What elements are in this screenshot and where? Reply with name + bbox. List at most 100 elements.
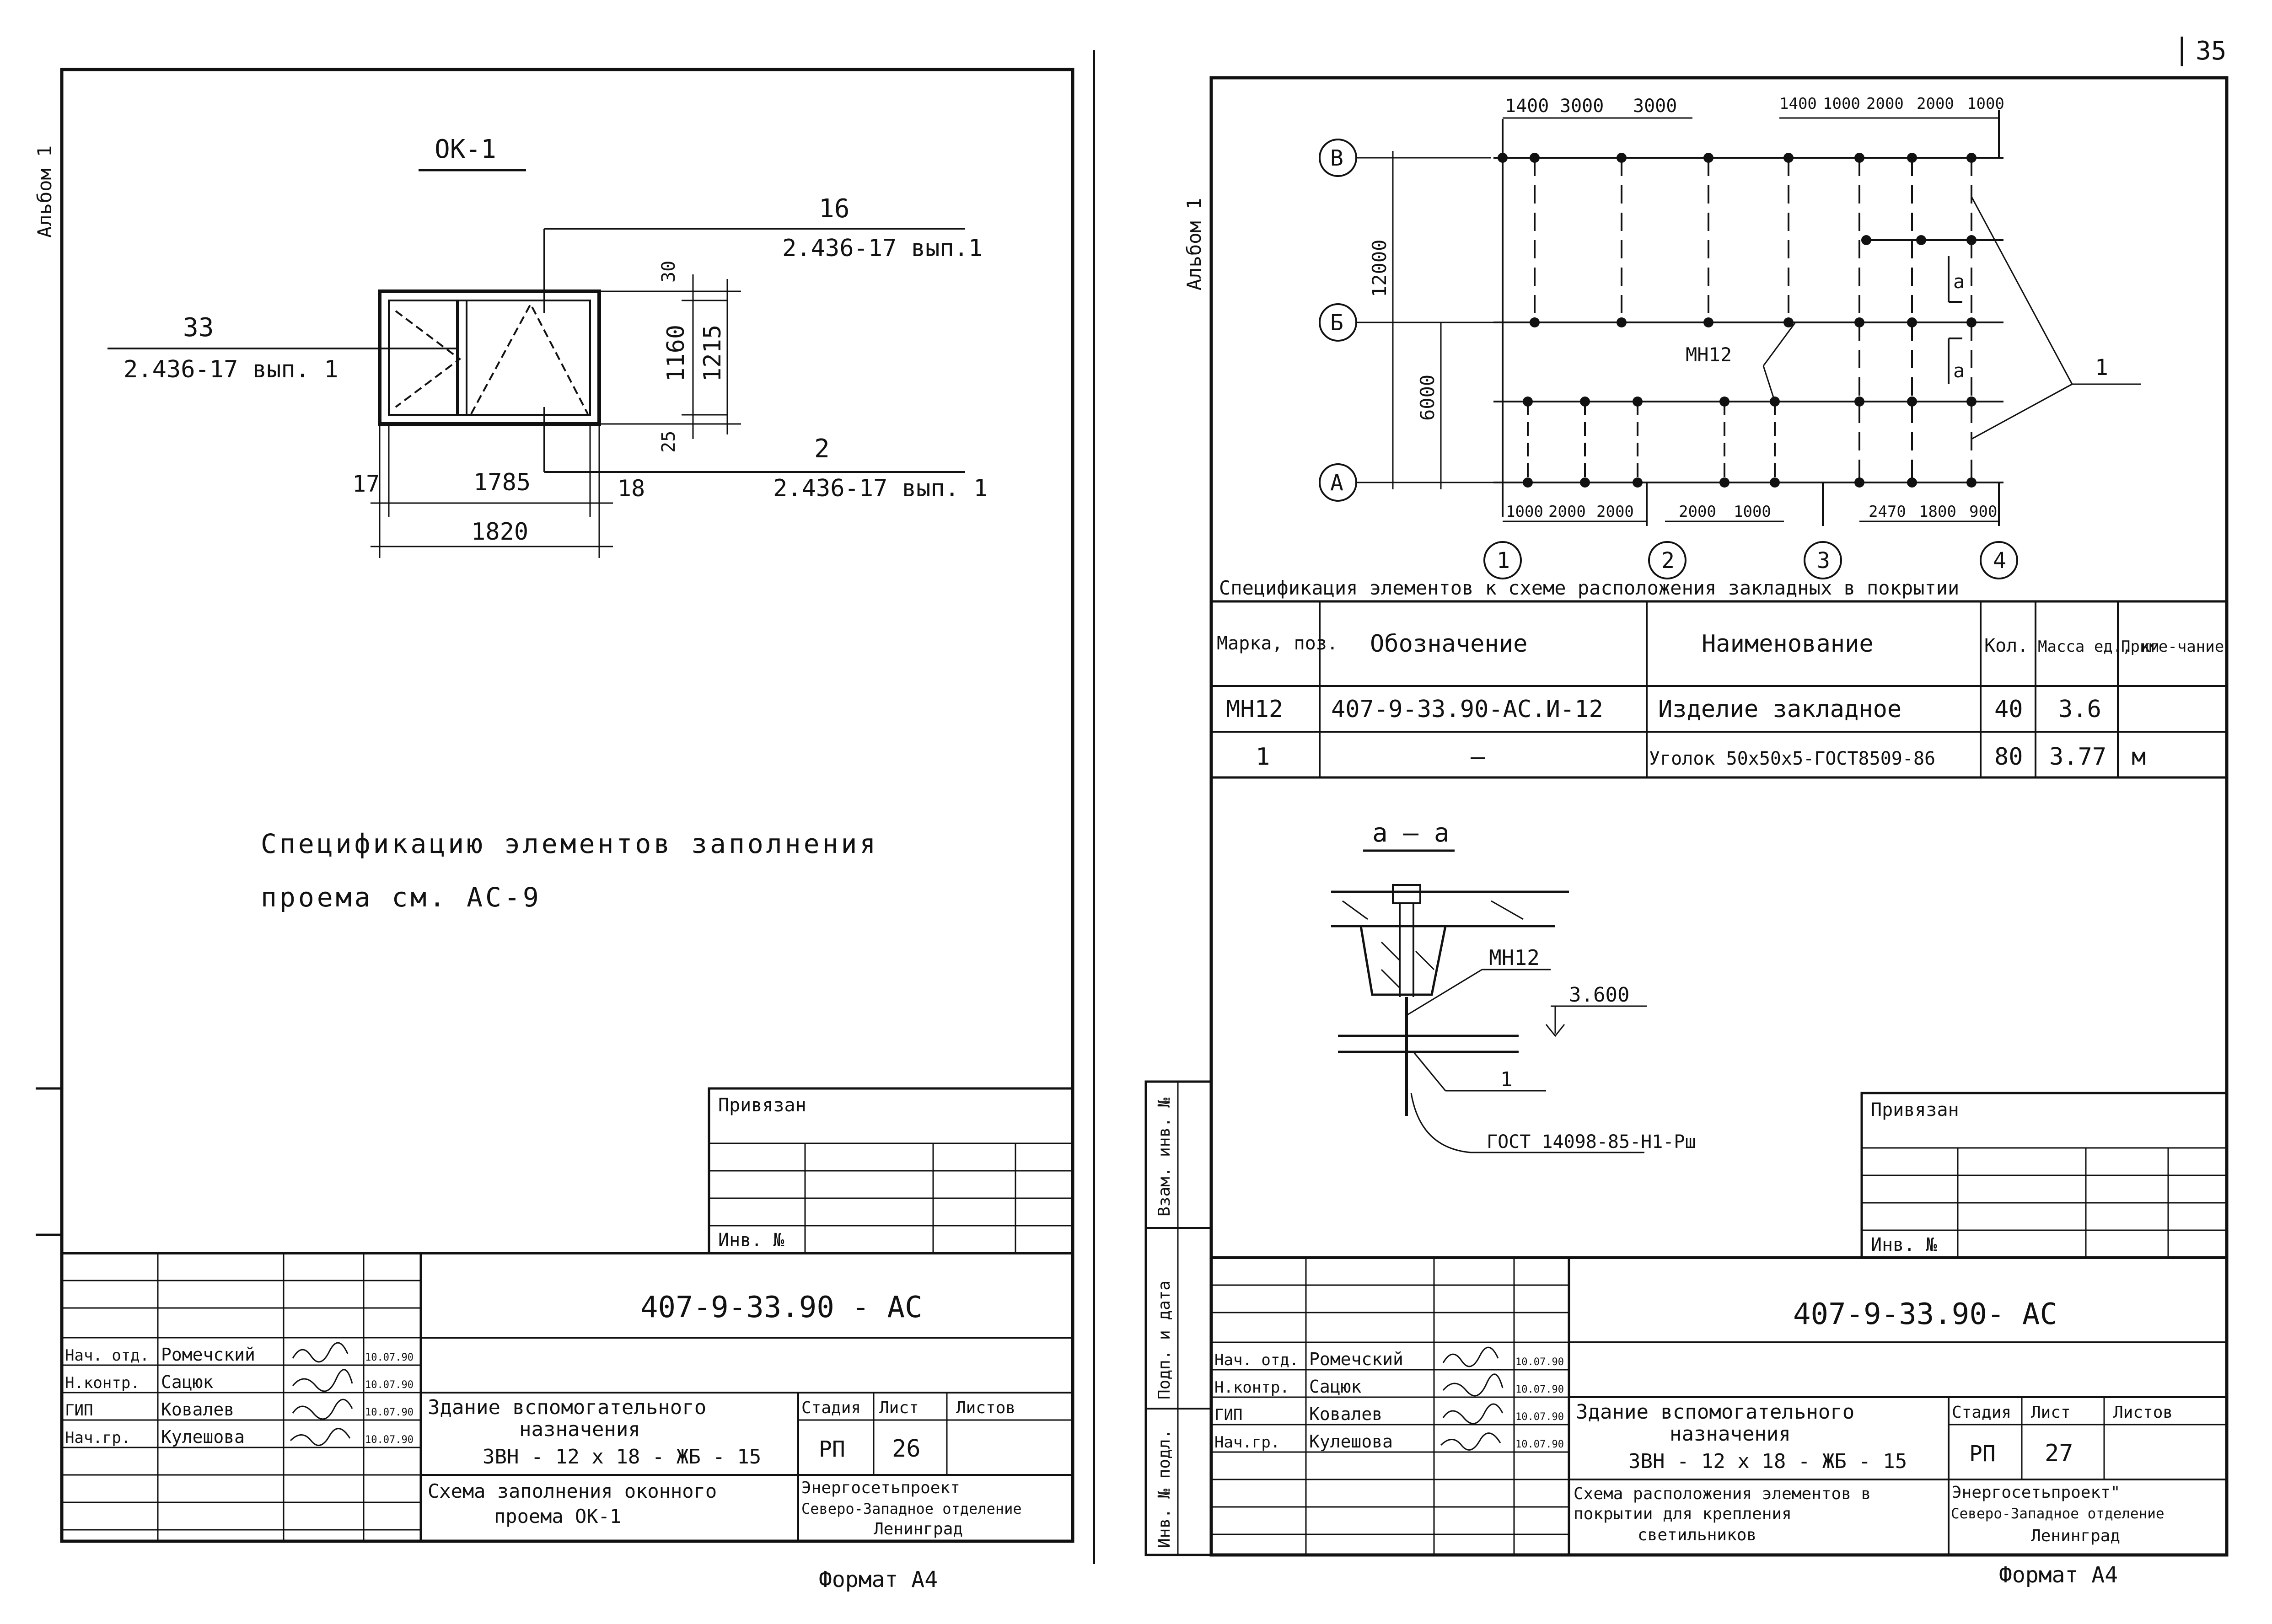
right-role-1: Нач. отд. — [1214, 1351, 1299, 1369]
right-privyazan-block: Привязан Инв. № — [1860, 1092, 2228, 1259]
left-date-1: 10.07.90 — [365, 1352, 414, 1363]
plan-item-label: МН12 — [1686, 343, 1732, 366]
right-name-3: Ковалев — [1309, 1404, 1382, 1424]
callout-2-num: 2 — [814, 434, 830, 464]
left-sheets-label: Листов — [956, 1399, 1015, 1417]
plan-bottom-dimensions: 1000 2000 2000 2000 1000 2470 1800 900 — [1503, 503, 1999, 522]
side-label-vzam: Взам. инв. № — [1155, 1098, 1174, 1217]
spec-table-title: Спецификация элементов к схеме расположе… — [1219, 577, 1959, 599]
left-sheet-title-2: проема ОК-1 — [494, 1505, 621, 1528]
left-stamp-code: 407-9-33.90 - АС — [640, 1291, 923, 1324]
top-dim-left-3: 3000 — [1633, 96, 1677, 117]
right-stamp-code: 407-9-33.90- АС — [1793, 1297, 2057, 1331]
left-role-3: ГИП — [65, 1401, 93, 1420]
right-sheet-label: Лист — [2031, 1403, 2071, 1422]
left-name-2: Сацюк — [161, 1372, 214, 1392]
row-axis-b: Б — [1330, 310, 1343, 336]
left-sheet-title-1: Схема заполнения оконного — [428, 1480, 717, 1502]
right-building-title-2: назначения — [1670, 1422, 1791, 1446]
col-axis-4: 4 — [1993, 548, 2006, 573]
section-title: а – а — [1372, 818, 1450, 848]
right-org-3: Ленинград — [2031, 1527, 2120, 1545]
left-date-2: 10.07.90 — [365, 1379, 414, 1391]
left-building-title-3: 3ВН - 12 х 18 - ЖБ - 15 — [483, 1445, 761, 1469]
dim-glass-width: 1785 — [473, 469, 531, 496]
page-number: 35 — [2196, 36, 2226, 66]
callout-16-num: 16 — [819, 194, 849, 224]
col-axis-1: 1 — [1497, 548, 1510, 573]
section-a-a: а – а МН12 3.600 1 ГОСТ 14098-85-Н1-Рш — [1331, 818, 1696, 1153]
spec-row2-mark: 1 — [1256, 743, 1270, 771]
col-axis-3: 3 — [1817, 548, 1830, 573]
dim-left-gap: 17 — [352, 471, 380, 497]
left-privyazan-block: Привязан Инв. № — [708, 1087, 1074, 1254]
right-org-2: Северо-Западное отделение — [1951, 1506, 2165, 1522]
spec-header-mark: Марка, поз. — [1217, 633, 1338, 654]
right-org-1: Энергосетьпроект" — [1952, 1483, 2120, 1502]
right-date-2: 10.07.90 — [1515, 1384, 1564, 1395]
bottom-dim-mid-1: 2000 — [1679, 503, 1716, 521]
right-name-4: Кулешова — [1309, 1431, 1393, 1452]
left-title-block: 407-9-33.90 - АС Нач. отд. Ромечский 10.… — [60, 1252, 1074, 1543]
spec-row1-qty: 40 — [1994, 696, 2023, 723]
plan-height-dimensions: 12000 6000 — [1368, 151, 1491, 489]
left-org-1: Энергосетьпроект — [801, 1479, 960, 1497]
dim-bottom-gap: 25 — [658, 431, 679, 453]
spec-row2-note: м — [2132, 743, 2146, 771]
right-privyazan-label: Привязан — [1871, 1099, 1959, 1120]
section-item-label: МН12 — [1489, 945, 1540, 970]
left-role-2: Н.контр. — [65, 1374, 140, 1392]
right-sheet-value: 27 — [2045, 1440, 2073, 1467]
top-dim-right-3: 2000 — [1866, 95, 1904, 113]
left-date-4: 10.07.90 — [365, 1434, 414, 1446]
height-dim-total: 12000 — [1368, 240, 1391, 297]
left-inv-no-label: Инв. № — [718, 1230, 784, 1251]
right-sheet: 35 Альбом 1 Взам. инв. № Подп. и дата Ин… — [1144, 36, 2229, 1588]
spec-row2-name: Уголок 50х50х5-ГОСТ8509-86 — [1649, 748, 1935, 769]
right-sheet-title-2: покрытии для крепления — [1574, 1505, 1792, 1523]
spec-row2-mass: 3.77 — [2049, 743, 2106, 771]
top-dim-left-2: 3000 — [1560, 96, 1604, 117]
right-album-label: Альбом 1 — [1183, 198, 1205, 290]
section-level: 3.600 — [1569, 983, 1629, 1007]
window-width-dimensions: 17 1785 18 1820 — [352, 424, 645, 558]
bottom-dim-right-1: 2470 — [1869, 503, 1906, 521]
spec-note-line1: Спецификацию элементов заполнения — [261, 828, 878, 859]
dim-top-gap: 30 — [658, 261, 679, 283]
right-name-2: Сацюк — [1309, 1377, 1362, 1397]
spec-header-designation: Обозначение — [1370, 630, 1527, 658]
spec-row2-designation: — — [1471, 743, 1485, 771]
top-dim-right-1: 1400 — [1779, 95, 1817, 113]
left-name-3: Ковалев — [161, 1399, 234, 1420]
right-sheet-frame — [1209, 76, 2229, 1557]
left-date-3: 10.07.90 — [365, 1407, 414, 1418]
right-stage-label: Стадия — [1952, 1403, 2011, 1422]
bottom-dim-mid-2: 1000 — [1734, 503, 1771, 521]
right-role-4: Нач.гр. — [1214, 1433, 1280, 1452]
right-building-title-3: 3ВН - 12 х 18 - ЖБ - 15 — [1628, 1450, 1907, 1473]
height-dim-lower: 6000 — [1416, 375, 1439, 421]
left-name-1: Ромечский — [161, 1345, 255, 1365]
right-stage-value: РП — [1969, 1441, 1996, 1467]
spec-row1-name: Изделие закладное — [1658, 696, 1901, 723]
right-title-block: 407-9-33.90- АС Нач. отд. Ромечский 10.0… — [1210, 1256, 2228, 1556]
spec-row2-qty: 80 — [1994, 743, 2023, 771]
right-inv-no-label: Инв. № — [1871, 1234, 1937, 1255]
dim-right-gap: 18 — [618, 475, 645, 502]
right-name-1: Ромечский — [1309, 1349, 1403, 1369]
left-building-title-1: Здание вспомогательного — [428, 1396, 706, 1419]
side-label-inv: Инв. № подл. — [1155, 1429, 1174, 1548]
callout-33-ref: 2.436-17 вып. 1 — [124, 356, 338, 383]
spec-header-name: Наименование — [1702, 630, 1874, 658]
plan-grid — [1493, 110, 2003, 526]
bottom-dim-right-2: 1800 — [1919, 503, 1956, 521]
right-building-title-1: Здание вспомогательного — [1576, 1400, 1854, 1424]
dim-glass-height: 1160 — [662, 325, 690, 382]
spec-row1-mark: МН12 — [1226, 696, 1283, 723]
section-mark-top: а — [1953, 270, 1965, 293]
spec-table: Марка, поз. Обозначение Наименование Кол… — [1210, 600, 2228, 779]
window-height-dimensions: 30 1160 1215 25 — [599, 261, 741, 453]
spec-note-line2: проема см. АС-9 — [261, 882, 542, 913]
dim-total-height: 1215 — [699, 325, 726, 382]
